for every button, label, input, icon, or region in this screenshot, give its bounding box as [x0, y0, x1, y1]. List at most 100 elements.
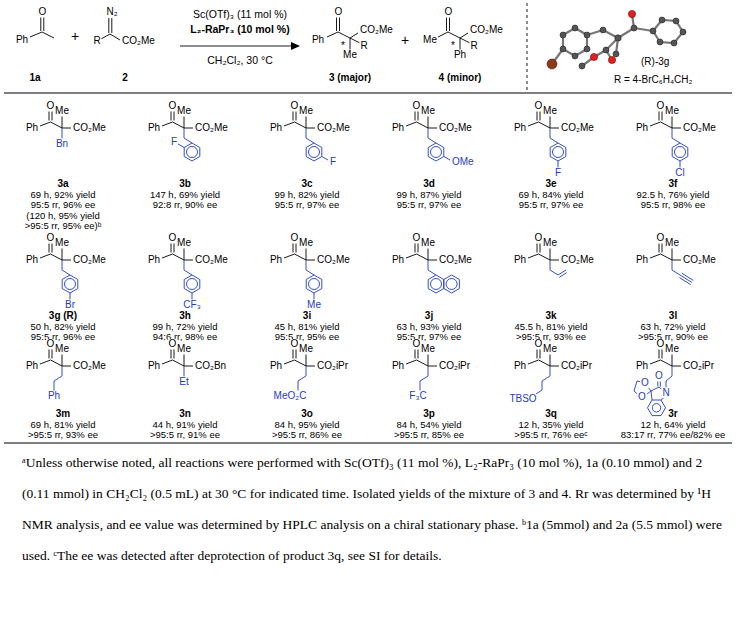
yield-text: 94:6 rr, 98% ee: [153, 332, 217, 342]
yield-text: 12 h, 64% yield: [641, 420, 706, 430]
atom-label: Me: [664, 238, 680, 248]
atom-label: Me: [176, 344, 192, 354]
atom-label: O: [334, 7, 344, 17]
atom-label: Ph: [311, 35, 325, 45]
atom-label: Ph: [15, 35, 29, 45]
compound-number: 2: [122, 73, 128, 83]
reaction-condition: Sc(OTf)₃ (11 mol %): [193, 9, 287, 20]
atom-label: Et: [178, 377, 189, 387]
atom-label: Ph: [269, 123, 283, 133]
atom-label: TBSO: [508, 394, 537, 404]
atom-label: Ph: [635, 361, 649, 371]
atom-label: Me: [420, 238, 436, 248]
reaction-condition: CH₂Cl₂, 30 °C: [207, 55, 272, 66]
plus-sign: +: [401, 33, 409, 47]
compound-number: 3o: [301, 409, 313, 419]
atom-label: Ph: [635, 123, 649, 133]
atom-label: Me: [422, 35, 438, 45]
group-label: CO₂iPr: [316, 361, 349, 371]
atom-label: N₂: [105, 7, 118, 17]
atom-label: N: [661, 388, 670, 398]
yield-text: 69 h, 92% yield: [31, 190, 96, 200]
atom-label: Ph: [269, 361, 283, 371]
yield-text: >95:5 rr, 90% ee: [638, 332, 708, 342]
yield-text: 92:8 rr, 90% ee: [153, 200, 217, 210]
yield-text: 63 h, 72% yield: [641, 322, 706, 332]
yield-text: >95:5 rr, 95% ee)ᵇ: [25, 221, 102, 231]
yield-text: 45.5 h, 81% yield: [515, 322, 588, 332]
compound-number: 1a: [29, 73, 40, 83]
atom-label: O: [640, 378, 650, 388]
yield-text: 69 h, 81% yield: [31, 420, 96, 430]
atom-label: Ph: [391, 123, 405, 133]
compound-number: 3h: [179, 311, 191, 321]
yield-text: 63 h, 93% yield: [397, 322, 462, 332]
yield-text: 95:5 rr, 97% ee: [397, 200, 461, 210]
compound-number: 3d: [423, 179, 435, 189]
atom-label: Me: [54, 238, 70, 248]
atom-label: Ph: [25, 361, 39, 371]
atom-label: Me: [176, 238, 192, 248]
yield-text: 95:5 rr, 97% ee: [397, 332, 461, 342]
group-label: CO₂Me: [72, 361, 107, 371]
yield-text: 69 h, 84% yield: [519, 190, 584, 200]
atom-label: F: [554, 168, 562, 178]
yield-text: >95:5 rr, 93% ee: [516, 332, 586, 342]
atom-label: O: [654, 371, 664, 381]
compound-number: 3c: [301, 179, 312, 189]
atom-label: F: [170, 137, 178, 147]
compound-number: 3i: [303, 311, 311, 321]
group-label: CO₂Me: [72, 255, 107, 265]
group-label: CO₂Me: [682, 123, 717, 133]
yield-text: 147 h, 69% yield: [150, 190, 220, 200]
group-label: CO₂iPr: [560, 361, 593, 371]
rule-line: [4, 443, 732, 444]
atom-label: Ph: [513, 123, 527, 133]
group-label: R = 4-BrC₆H₄CH₂: [613, 75, 693, 85]
atom-label: R: [92, 36, 101, 46]
group-label: F: [329, 157, 337, 167]
atom-label: Me: [54, 344, 70, 354]
reaction-condition: L₂-RaPr₃ (10 mol %): [190, 24, 289, 35]
atom-label: Ph: [513, 255, 527, 265]
group-label: CO₂Me: [560, 123, 595, 133]
compound-number: 3b: [179, 179, 191, 189]
atom-label: Me: [420, 344, 436, 354]
group-label: CO₂Me: [194, 123, 229, 133]
atom-label: Ph: [147, 361, 161, 371]
compound-number: 3 (major): [329, 73, 371, 83]
atom-label: Me: [298, 344, 314, 354]
compound-number: 3r: [668, 409, 677, 419]
atom-label: Me: [542, 238, 558, 248]
group-label: CO₂Me: [359, 25, 394, 35]
atom-label: Ph: [25, 255, 39, 265]
yield-text: 84 h, 95% yield: [275, 420, 340, 430]
group-label: CO₂Me: [682, 255, 717, 265]
group-label: CO₂iPr: [438, 361, 471, 371]
group-label: CO₂Me: [438, 255, 473, 265]
atom-label: Me: [298, 238, 314, 248]
atom-label: O: [444, 7, 454, 17]
atom-label: Me: [542, 344, 558, 354]
atom-label: Me: [542, 106, 558, 116]
yield-text: 99 h, 82% yield: [275, 190, 340, 200]
crystal-structure: [547, 10, 686, 69]
yield-text: >95:5 rr, 93% ee: [28, 430, 98, 440]
group-label: CO₂Me: [121, 36, 156, 46]
atom-label: Ph: [147, 123, 161, 133]
atom-label: Ph: [513, 361, 527, 371]
atom-label: Ph: [147, 255, 161, 265]
compound-number: 3k: [545, 311, 556, 321]
group-label: CO₂Me: [560, 255, 595, 265]
yield-text: 99 h, 72% yield: [153, 322, 218, 332]
yield-text: 95:5 rr, 96% ee: [31, 332, 95, 342]
group-label: CO₂Me: [316, 255, 351, 265]
yield-text: >95:5 rr, 91% ee: [150, 430, 220, 440]
group-label: CO₂Me: [469, 25, 504, 35]
yield-text: (120 h, 95% yield: [26, 211, 99, 221]
footnote: ᵃUnless otherwise noted, all reactions w…: [22, 447, 728, 571]
group-label: CO₂Me: [316, 123, 351, 133]
atom-label: Br: [64, 300, 76, 310]
atom-label: Me: [342, 50, 358, 60]
